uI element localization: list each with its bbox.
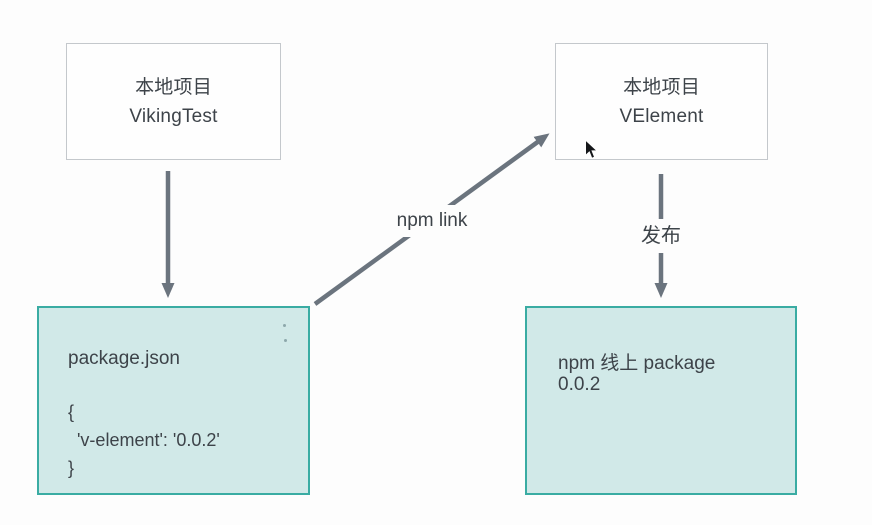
npm-package-version: 0.0.2 bbox=[558, 374, 601, 395]
node-package-json: package.json { 'v-element': '0.0.2' } bbox=[37, 306, 310, 495]
code-line: } bbox=[68, 458, 75, 478]
node-npm-online-package: npm 线上 package 0.0.2 bbox=[525, 306, 797, 495]
node-subtitle: VikingTest bbox=[129, 105, 218, 127]
edge-label-publish: 发布 bbox=[633, 219, 689, 253]
mouse-cursor-icon bbox=[585, 139, 599, 159]
code-line: 'v-element': '0.0.2' bbox=[77, 430, 220, 450]
node-title: 本地项目 bbox=[135, 76, 212, 98]
package-json-code: { 'v-element': '0.0.2' } bbox=[68, 398, 220, 482]
ellipsis-dot bbox=[283, 324, 286, 327]
node-subtitle: VElement bbox=[619, 105, 704, 127]
npm-package-title: npm 线上 package bbox=[558, 353, 716, 374]
package-json-title: package.json bbox=[68, 348, 180, 369]
code-line: { bbox=[68, 402, 75, 422]
node-local-project-velement: 本地项目 VElement bbox=[555, 43, 768, 160]
ellipsis-dot bbox=[284, 339, 287, 342]
node-local-project-vikingtest: 本地项目 VikingTest bbox=[66, 43, 281, 160]
edge-label-npm-link: npm link bbox=[383, 205, 481, 237]
node-title: 本地项目 bbox=[623, 76, 700, 98]
